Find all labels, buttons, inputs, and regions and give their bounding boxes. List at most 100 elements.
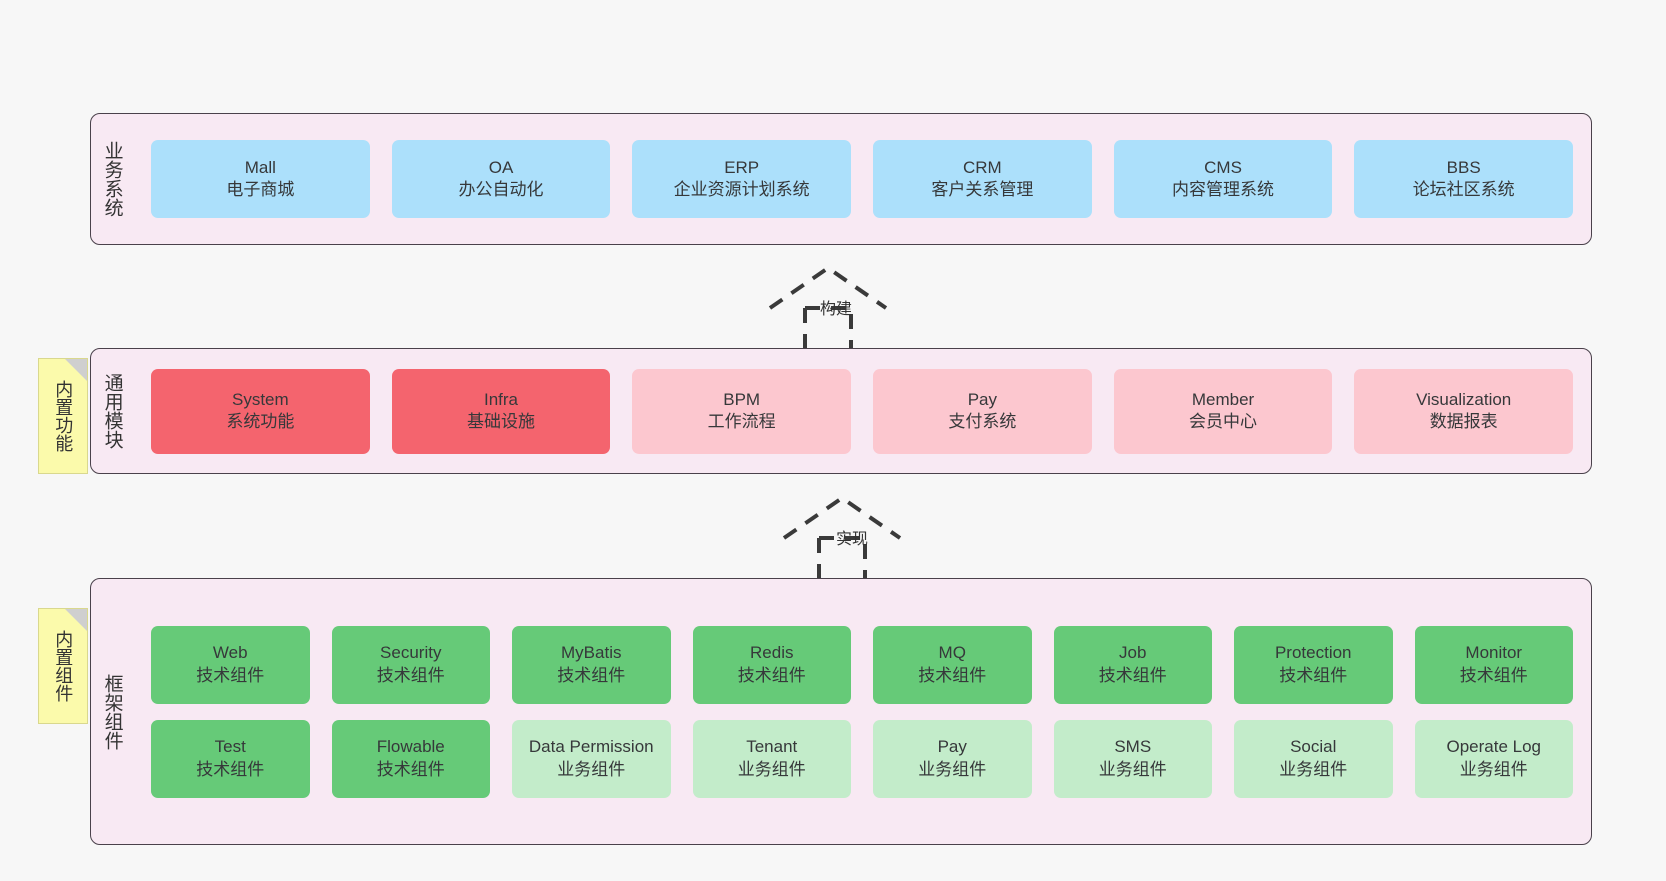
- node-title: Security: [380, 643, 442, 663]
- node-title: SMS: [1114, 737, 1152, 757]
- node-title: Web: [212, 643, 248, 663]
- node-subtitle: 客户关系管理: [931, 180, 1034, 199]
- node-member[interactable]: Member 会员中心: [1113, 368, 1333, 454]
- layer-framework-component: 框架组件 Web 技术组件 Security 技术组件 MyBatis 技术组件…: [90, 578, 1592, 845]
- note-text: 内置组件: [53, 630, 74, 702]
- layer-label-common-module: 通用模块: [101, 373, 123, 449]
- node-subtitle: 办公自动化: [458, 180, 544, 199]
- node-job[interactable]: Job 技术组件: [1053, 625, 1212, 704]
- node-title: Visualization: [1416, 389, 1512, 409]
- note-builtin-component: 内置组件: [38, 608, 88, 724]
- node-crm[interactable]: CRM 客户关系管理: [873, 140, 1092, 218]
- node-protection[interactable]: Protection 技术组件: [1234, 625, 1393, 704]
- node-subtitle: 技术组件: [376, 665, 445, 685]
- layer-label-framework-component: 框架组件: [101, 673, 123, 750]
- node-subtitle: 电子商城: [226, 180, 295, 199]
- node-test[interactable]: Test 技术组件: [151, 719, 310, 798]
- node-subtitle: 业务组件: [1279, 759, 1348, 779]
- node-title: MQ: [938, 643, 966, 663]
- node-title: CRM: [962, 157, 1002, 177]
- node-oa[interactable]: OA 办公自动化: [391, 140, 611, 218]
- node-infra[interactable]: Infra 基础设施: [391, 368, 611, 454]
- node-title: CMS: [1204, 157, 1242, 177]
- node-title: System: [231, 389, 289, 409]
- node-title: Test: [214, 737, 246, 757]
- node-title: Job: [1119, 643, 1147, 663]
- node-title: ERP: [724, 157, 760, 177]
- node-title: BBS: [1446, 157, 1481, 177]
- node-subtitle: 业务组件: [918, 759, 987, 779]
- node-erp[interactable]: ERP 企业资源计划系统: [632, 140, 852, 218]
- node-subtitle: 技术组件: [1279, 665, 1348, 685]
- node-subtitle: 支付系统: [948, 412, 1017, 431]
- node-cms[interactable]: CMS 内容管理系统: [1113, 140, 1333, 218]
- node-row: Test 技术组件 Flowable 技术组件 Data Permission …: [151, 719, 1573, 798]
- node-bpm[interactable]: BPM 工作流程: [632, 368, 852, 454]
- connector-implement: [772, 492, 932, 578]
- node-visualization[interactable]: Visualization 数据报表: [1354, 368, 1574, 454]
- node-subtitle: 技术组件: [557, 665, 626, 685]
- node-subtitle: 企业资源计划系统: [673, 180, 810, 199]
- layer-body-framework-component: Web 技术组件 Security 技术组件 MyBatis 技术组件 Redi…: [133, 579, 1591, 844]
- node-title: Flowable: [376, 737, 445, 757]
- layer-body-common-module: System 系统功能 Infra 基础设施 BPM 工作流程 Pay 支付系统…: [133, 349, 1591, 473]
- node-subtitle: 工作流程: [707, 412, 776, 431]
- note-fold-icon: [65, 359, 87, 381]
- node-title: Social: [1290, 737, 1337, 757]
- layer-common-module: 通用模块 System 系统功能 Infra 基础设施 BPM 工作流程 Pay…: [90, 348, 1592, 474]
- layer-label-business-system: 业务系统: [101, 141, 123, 217]
- node-social[interactable]: Social 业务组件: [1234, 719, 1393, 798]
- note-builtin-feature: 内置功能: [38, 358, 88, 474]
- connector-build: [758, 262, 918, 348]
- node-title: Data Permission: [528, 737, 654, 757]
- node-pay-component[interactable]: Pay 业务组件: [873, 719, 1032, 798]
- node-subtitle: 技术组件: [737, 665, 806, 685]
- node-security[interactable]: Security 技术组件: [331, 625, 490, 704]
- node-web[interactable]: Web 技术组件: [151, 625, 310, 704]
- node-row: Web 技术组件 Security 技术组件 MyBatis 技术组件 Redi…: [151, 625, 1573, 704]
- node-title: Pay: [937, 737, 967, 757]
- node-mq[interactable]: MQ 技术组件: [873, 625, 1032, 704]
- node-title: Operate Log: [1446, 737, 1541, 757]
- node-sms[interactable]: SMS 业务组件: [1053, 719, 1212, 798]
- node-system[interactable]: System 系统功能: [151, 368, 370, 454]
- node-subtitle: 技术组件: [918, 665, 987, 685]
- node-subtitle: 技术组件: [1459, 665, 1528, 685]
- node-subtitle: 业务组件: [1098, 759, 1167, 779]
- layer-business-system: 业务系统 Mall 电子商城 OA 办公自动化 ERP 企业资源计划系统 CRM…: [90, 113, 1592, 245]
- node-mall[interactable]: Mall 电子商城: [151, 140, 370, 218]
- node-title: MyBatis: [561, 643, 622, 663]
- node-subtitle: 技术组件: [376, 759, 445, 779]
- node-subtitle: 数据报表: [1429, 412, 1498, 431]
- node-title: Mall: [244, 157, 276, 177]
- note-fold-icon: [65, 609, 87, 631]
- node-data-permission[interactable]: Data Permission 业务组件: [512, 719, 671, 798]
- node-flowable[interactable]: Flowable 技术组件: [331, 719, 490, 798]
- node-subtitle: 内容管理系统: [1172, 180, 1275, 199]
- note-text: 内置功能: [53, 380, 74, 452]
- node-pay-module[interactable]: Pay 支付系统: [873, 368, 1092, 454]
- node-monitor[interactable]: Monitor 技术组件: [1414, 625, 1573, 704]
- node-bbs[interactable]: BBS 论坛社区系统: [1354, 140, 1574, 218]
- node-subtitle: 技术组件: [1098, 665, 1167, 685]
- node-title: Tenant: [746, 737, 798, 757]
- connector-shaft: [803, 306, 853, 348]
- node-title: Protection: [1274, 643, 1352, 663]
- connector-implement-label: 实现: [836, 531, 869, 548]
- node-subtitle: 会员中心: [1189, 412, 1258, 431]
- connector-shaft: [817, 536, 867, 578]
- node-tenant[interactable]: Tenant 业务组件: [692, 719, 851, 798]
- node-subtitle: 技术组件: [196, 759, 265, 779]
- node-mybatis[interactable]: MyBatis 技术组件: [512, 625, 671, 704]
- node-title: OA: [488, 157, 514, 177]
- generalization-arrowhead-icon: [782, 495, 902, 540]
- node-subtitle: 论坛社区系统: [1412, 180, 1515, 199]
- node-subtitle: 业务组件: [1459, 759, 1528, 779]
- node-subtitle: 技术组件: [196, 665, 265, 685]
- connector-build-label: 构建: [820, 301, 853, 318]
- node-operate-log[interactable]: Operate Log 业务组件: [1414, 719, 1573, 798]
- node-row: Mall 电子商城 OA 办公自动化 ERP 企业资源计划系统 CRM 客户关系…: [151, 140, 1574, 218]
- node-redis[interactable]: Redis 技术组件: [692, 625, 851, 704]
- node-title: Redis: [750, 643, 794, 663]
